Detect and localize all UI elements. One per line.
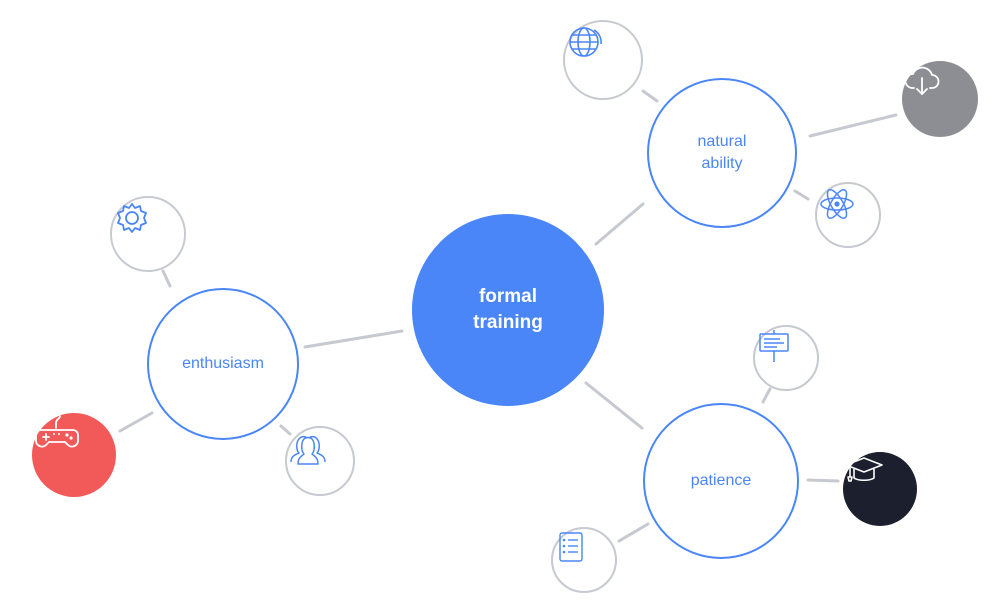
connector-natural-ability-cloud [808,113,898,138]
connector-patience-cap [806,478,840,483]
graduation-cap-node[interactable] [843,452,917,526]
gear-icon [117,203,147,233]
connector-center-natural-ability [594,202,645,246]
connector-patience-signboard [761,387,772,404]
checklist-node[interactable] [551,527,617,593]
branch-label-natural-ability: natural ability [697,133,747,172]
gamepad-node[interactable] [32,413,116,497]
center-label: formal training [473,286,543,333]
globe-icon [569,27,602,57]
signboard-node[interactable] [753,325,819,391]
globe-node[interactable] [563,20,643,100]
atom-node[interactable] [815,182,881,248]
branch-node-patience[interactable]: patience [643,403,799,559]
users-icon [290,435,326,465]
branch-node-enthusiasm[interactable]: enthusiasm [147,288,299,440]
connector-center-enthusiasm [303,329,404,349]
checklist-icon [559,532,583,562]
connector-center-patience [584,381,644,430]
connector-natural-ability-globe [641,89,659,103]
signboard-icon [759,330,789,362]
graduation-cap-icon [845,457,883,482]
branch-label-patience: patience [690,472,752,489]
connector-patience-checklist [617,522,650,543]
branch-node-natural-ability[interactable]: natural ability [647,78,797,228]
gamepad-icon [35,415,79,448]
branch-label-enthusiasm: enthusiasm [182,355,264,372]
connector-natural-ability-atom [793,189,810,201]
connector-enthusiasm-gear [161,269,172,288]
center-node-formal-training[interactable]: formal training [412,214,604,406]
connector-enthusiasm-gamepad [118,411,154,433]
cloud-download-node[interactable] [902,61,978,137]
cloud-download-icon [904,66,940,95]
users-node[interactable] [285,426,355,496]
connector-enthusiasm-users [279,424,292,436]
gear-node[interactable] [110,196,186,272]
atom-icon [820,189,854,219]
